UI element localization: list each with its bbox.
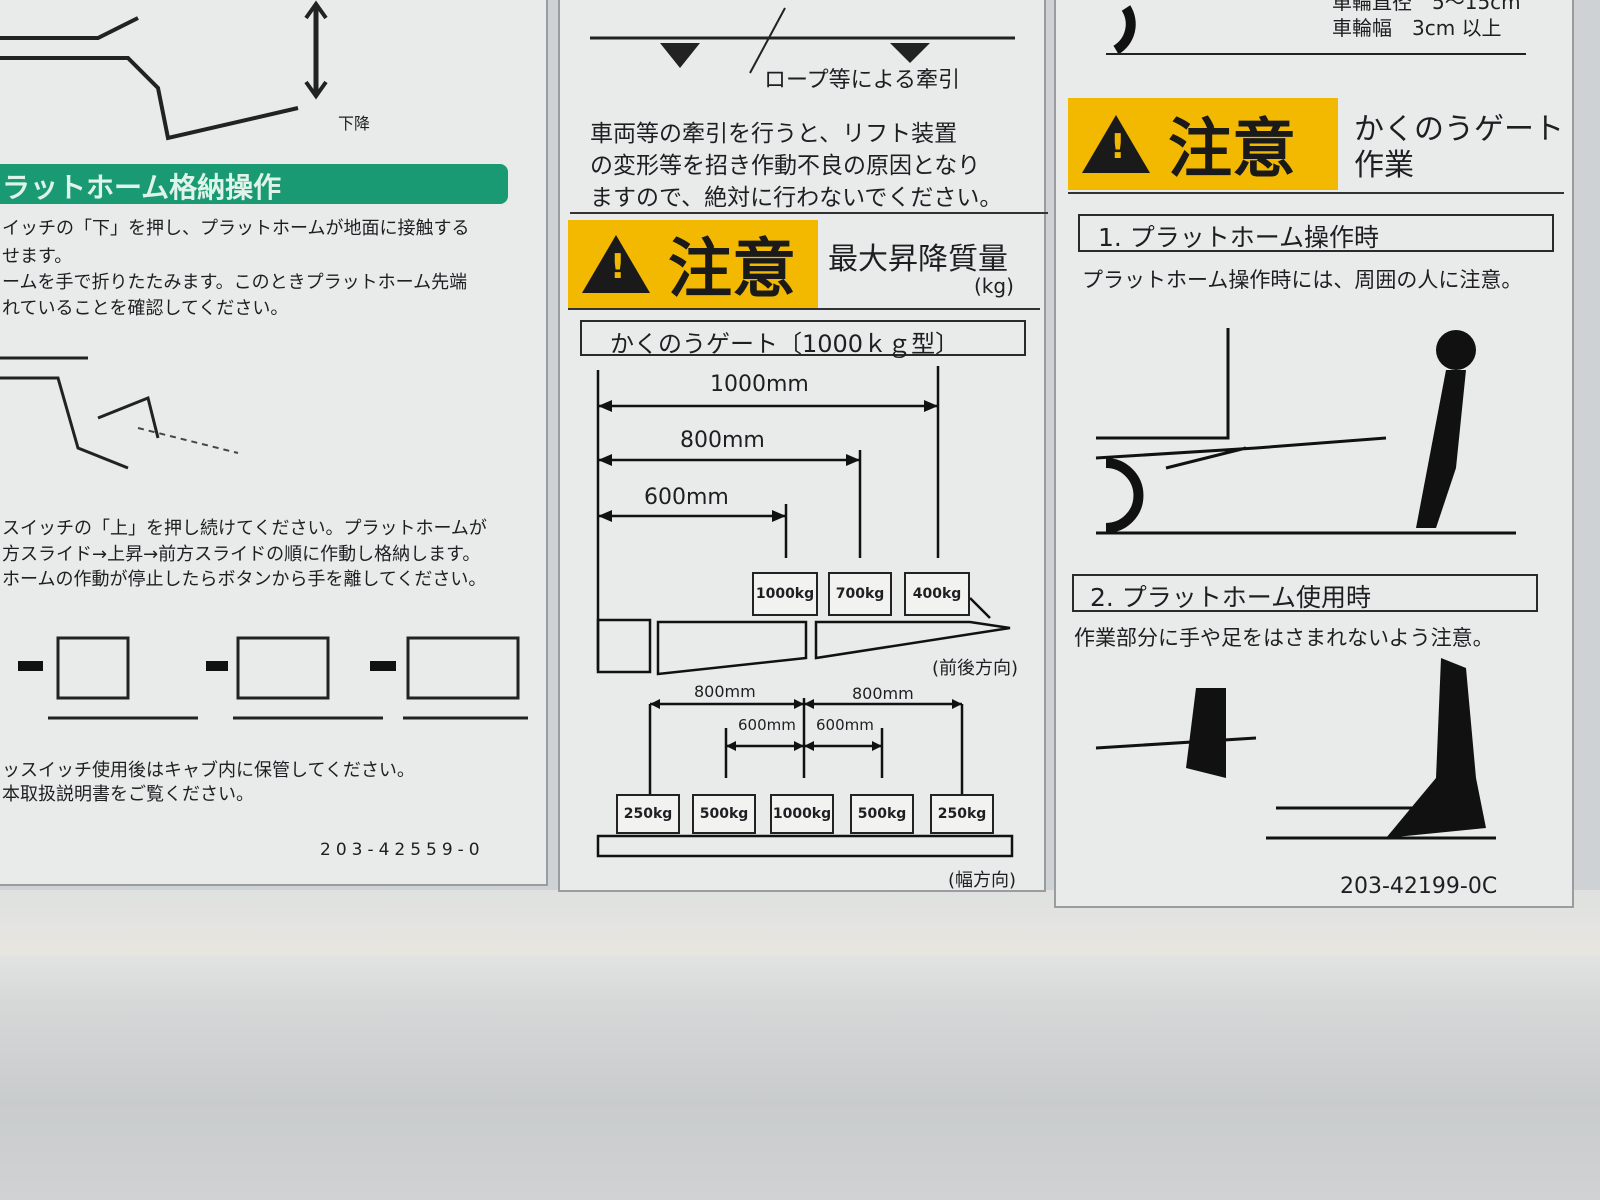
distance-600: 600mm — [644, 485, 729, 510]
divider — [1068, 192, 1564, 194]
left-label: 下降 ラットホーム格納操作 イッチの「下」を押し、プラットホームが地面に接触する… — [0, 0, 548, 886]
note-line-1: ッスイッチ使用後はキャブ内に保管してください。 — [2, 760, 415, 781]
note-line-2: 本取扱説明書をご覧ください。 — [2, 784, 254, 805]
item2-title-box: 2. プラットホーム使用時 — [1072, 574, 1538, 612]
caution-word: 注意 — [668, 233, 796, 307]
tow-warning-line-2: の変形等を招き作動不良の原因となり — [590, 153, 981, 179]
model-title: かくのうゲート〔1000ｋｇ型〕 — [610, 330, 960, 358]
width-distance-600-right: 600mm — [816, 716, 874, 734]
step1-line-3: ームを手で折りたたみます。このときプラットホーム先端 — [2, 272, 468, 293]
gate-diagram-illustrations — [0, 0, 528, 720]
weight-500kg-left: 500kg — [692, 794, 756, 834]
tow-warning-line-1: 車両等の牽引を行うと、リフト装置 — [590, 121, 958, 147]
item1-text: プラットホーム操作時には、周囲の人に注意。 — [1082, 268, 1523, 292]
load-diagram — [570, 7, 1048, 858]
part-number: 203-42559-0 — [320, 840, 485, 860]
step1-line-2: せます。 — [2, 246, 73, 267]
weight-400kg: 400kg — [904, 572, 970, 616]
step2-line-2: 方スライド→上昇→前方スライドの順に作動し格納します。 — [2, 544, 481, 565]
truck-body-panel — [0, 955, 1600, 1200]
middle-label: ロープ等による牽引 車両等の牽引を行うと、リフト装置 の変形等を招き作動不良の原… — [558, 0, 1048, 892]
step2-line-1: スイッチの「上」を押し続けてください。プラットホームが — [2, 518, 487, 539]
distance-800: 800mm — [680, 428, 765, 453]
model-title-box: かくのうゲート〔1000ｋｇ型〕 — [580, 320, 1026, 358]
wheel-diameter: 車輪直径 5～15cm — [1332, 0, 1521, 14]
width-direction: (幅方向) — [948, 870, 1017, 891]
step1-line-1: イッチの「下」を押し、プラットホームが地面に接触する — [2, 218, 470, 239]
weight-1000kg: 1000kg — [752, 572, 818, 616]
weight-250kg-left: 250kg — [616, 794, 680, 834]
item1-title-box: 1. プラットホーム操作時 — [1078, 214, 1554, 252]
item1-title: 1. プラットホーム操作時 — [1098, 223, 1380, 252]
item2-text: 作業部分に手や足をはさまれないよう注意。 — [1074, 626, 1494, 650]
wheel-width: 車輪幅 3cm 以上 — [1332, 16, 1502, 40]
part-number: 203-42199-0C — [1340, 874, 1498, 899]
section-title: ラットホーム格納操作 — [2, 171, 282, 204]
right-label: 車輪直径 5～15cm 車輪幅 3cm 以上 注意 かくのうゲート 作業 1. … — [1054, 0, 1574, 908]
caution-badge: 注意 — [568, 220, 818, 308]
weight-500kg-right: 500kg — [850, 794, 914, 834]
caution-word: 注意 — [1168, 113, 1296, 187]
warning-triangle-icon — [1082, 115, 1150, 173]
warning-triangle-icon — [582, 235, 650, 293]
section-header: ラットホーム格納操作 — [0, 164, 508, 204]
tow-caption: ロープ等による牽引 — [764, 68, 961, 93]
weight-250kg-right: 250kg — [930, 794, 994, 834]
step1-line-4: れていることを確認してください。 — [2, 298, 289, 319]
caution-title-line-2: 作業 — [1354, 148, 1414, 183]
distance-1000: 1000mm — [710, 372, 809, 397]
step2-line-3: ホームの作動が停止したらボタンから手を離してください。 — [2, 569, 487, 590]
tow-warning-line-3: ますので、絶対に行わないでください。 — [590, 185, 1003, 211]
divider — [568, 308, 1040, 310]
width-distance-600-left: 600mm — [738, 716, 796, 734]
item2-title: 2. プラットホーム使用時 — [1090, 583, 1372, 612]
caution-badge: 注意 — [1068, 98, 1338, 190]
lower-label: 下降 — [338, 114, 371, 133]
front-back-direction: (前後方向) — [932, 658, 1019, 679]
caution-title-line-1: かくのうゲート — [1354, 112, 1564, 147]
caution-unit: (kg) — [974, 274, 1014, 298]
caution-title: 最大昇降質量 — [828, 242, 1008, 277]
weight-1000kg-center: 1000kg — [770, 794, 834, 834]
width-distance-800-left: 800mm — [694, 682, 756, 701]
width-distance-800-right: 800mm — [852, 684, 914, 703]
hazard-illustrations — [1095, 5, 1526, 840]
weight-700kg: 700kg — [828, 572, 892, 616]
